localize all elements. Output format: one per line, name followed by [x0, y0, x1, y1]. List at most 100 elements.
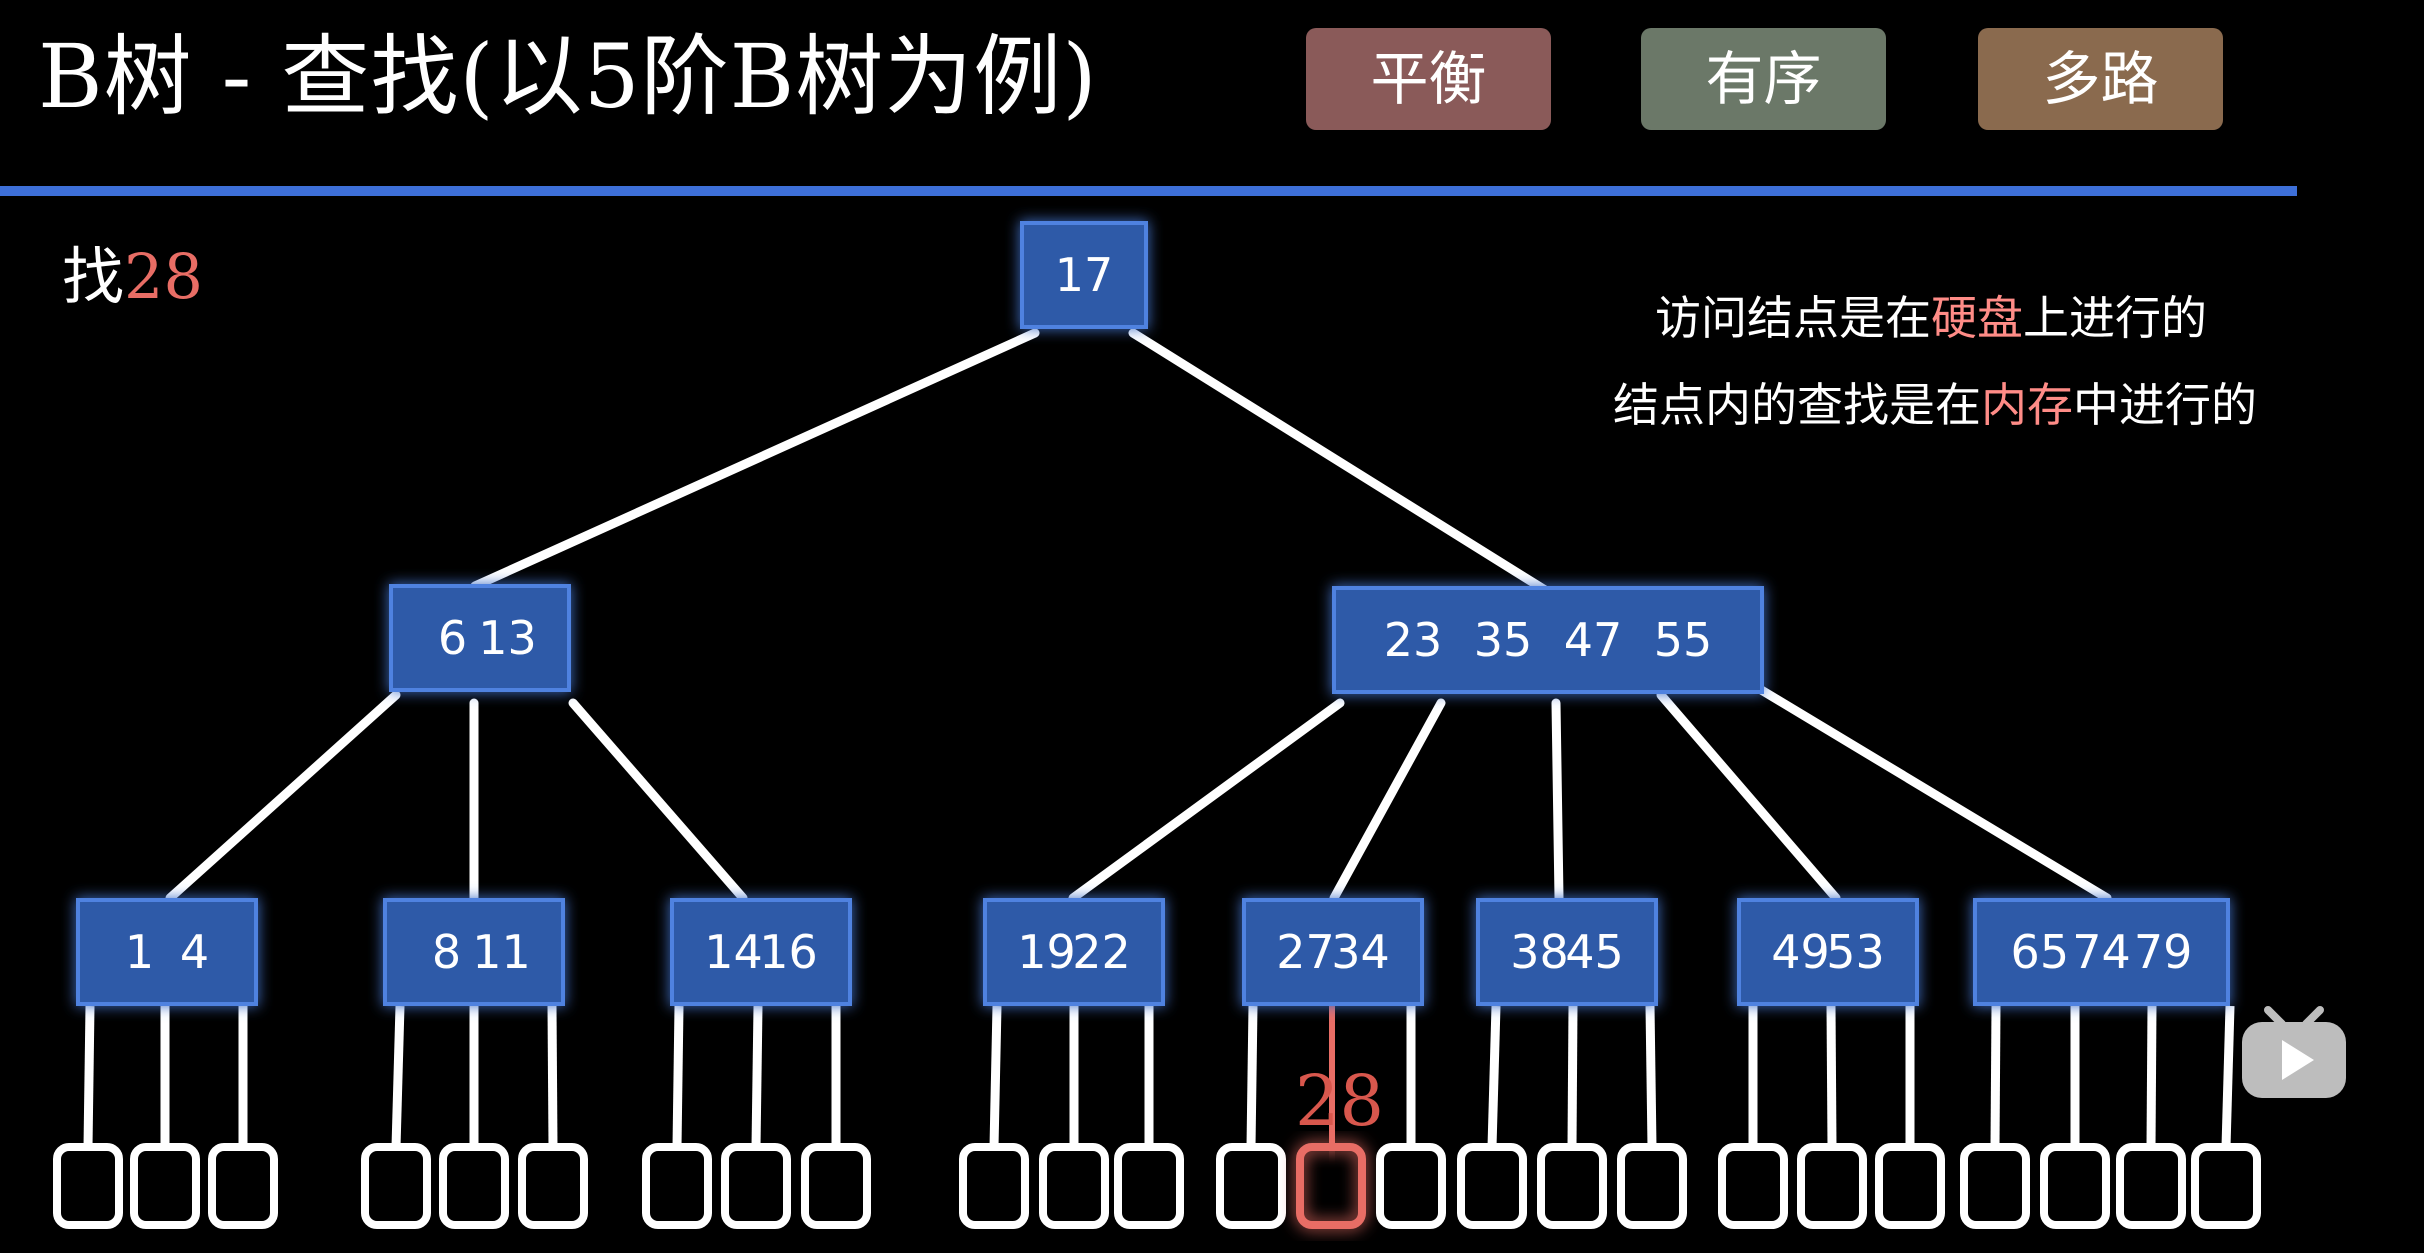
leaf-edge — [1567, 1005, 1578, 1148]
note2-after: 中进行的 — [2073, 378, 2257, 432]
bottom-node-box — [670, 898, 852, 1006]
node-key: 17 — [1055, 248, 1114, 302]
tree-edge — [1329, 698, 1446, 903]
search-prefix: 找 — [62, 240, 125, 313]
leaf-null — [801, 1143, 871, 1229]
leaf-null — [361, 1143, 431, 1229]
node-key: 49 — [1771, 925, 1830, 979]
leaf-null — [1875, 1143, 1945, 1229]
leaf-null — [53, 1143, 123, 1229]
leaf-null — [130, 1143, 200, 1229]
node-key: 22 — [1072, 925, 1131, 979]
leaf-edge — [2146, 1005, 2157, 1148]
search-key: 28 — [124, 240, 203, 313]
leaf-edge — [1487, 1005, 1501, 1148]
node-key: 35 — [1474, 613, 1533, 667]
bottom-node-box — [1737, 898, 1919, 1006]
play-icon[interactable] — [2238, 1004, 2350, 1102]
leaf-null — [439, 1143, 509, 1229]
tree-edge — [1128, 328, 1550, 595]
leaf-null-target — [1296, 1143, 1366, 1229]
node-key: 65 — [2011, 925, 2070, 979]
tree-edge — [1068, 698, 1345, 903]
bottom-node-box — [383, 898, 565, 1006]
leaf-null — [1376, 1143, 1446, 1229]
leaf-edge — [672, 1005, 684, 1148]
node-key: 8 — [432, 925, 461, 979]
bottom-node-box — [76, 898, 258, 1006]
node-key: 11 — [472, 925, 531, 979]
node-key: 27 — [1276, 925, 1335, 979]
node-key: 14 — [704, 925, 763, 979]
leaf-edge — [1826, 1005, 1837, 1148]
search-goal: 找28 — [62, 232, 203, 322]
note-disk-access: 访问结点是在硬盘上进行的 — [1655, 288, 2207, 348]
note1-after: 上进行的 — [2023, 291, 2207, 345]
node-key: 79 — [2134, 925, 2193, 979]
tree-edge — [568, 698, 748, 903]
leaf-edge — [83, 1005, 95, 1148]
node-key: 53 — [1826, 925, 1885, 979]
node-key: 55 — [1654, 613, 1713, 667]
node-key: 1 — [125, 925, 154, 979]
leaf-null — [2116, 1143, 2186, 1229]
root-node-box — [1020, 221, 1148, 329]
leaf-edge — [1990, 1005, 2001, 1148]
leaf-null — [642, 1143, 712, 1229]
internal-node-box — [1332, 586, 1764, 694]
root-node: 17 — [1020, 221, 1148, 329]
tag-multiway: 多路 — [1978, 28, 2223, 130]
node-key: 38 — [1510, 925, 1569, 979]
node-key: 6 — [438, 611, 467, 665]
leaf-null — [1114, 1143, 1184, 1229]
bottom-node-box — [983, 898, 1165, 1006]
leaf-edge — [989, 1005, 1002, 1148]
leaf-edge — [1246, 1005, 1258, 1148]
leaf-null — [208, 1143, 278, 1229]
leaf-null — [1797, 1143, 1867, 1229]
leaf-edge — [1645, 1005, 1657, 1148]
page-title: B树 - 查找(以5阶B树为例) — [38, 25, 1098, 128]
node-key: 19 — [1017, 925, 1076, 979]
title-divider — [0, 186, 2297, 196]
note2-highlight: 内存 — [1981, 378, 2073, 432]
leaf-edge — [751, 1005, 763, 1148]
leaf-null — [1039, 1143, 1109, 1229]
tag-balanced: 平衡 — [1306, 28, 1551, 130]
leaf-null — [959, 1143, 1029, 1229]
leaf-edge — [2221, 1005, 2235, 1148]
tree-edge — [470, 328, 1040, 591]
search-key-marker: 28 — [1295, 1060, 1385, 1142]
leaf-null — [1718, 1143, 1788, 1229]
tree-edge — [1656, 690, 1841, 903]
tag-ordered: 有序 — [1641, 28, 1886, 130]
leaf-null — [1457, 1143, 1527, 1229]
tree-edge — [1551, 698, 1564, 903]
search-path-edge — [1325, 1005, 1339, 1148]
node-key: 23 — [1384, 613, 1443, 667]
node-key: 74 — [2072, 925, 2131, 979]
bottom-node-box — [1476, 898, 1658, 1006]
bottom-node-box — [1973, 898, 2230, 1006]
tree-edge — [165, 690, 401, 903]
node-key: 47 — [1564, 613, 1623, 667]
note1-highlight: 硬盘 — [1931, 291, 2023, 345]
node-key: 45 — [1565, 925, 1624, 979]
leaf-null — [1537, 1143, 1607, 1229]
node-key: 34 — [1331, 925, 1390, 979]
leaf-null — [2040, 1143, 2110, 1229]
leaf-null — [2191, 1143, 2261, 1229]
internal-node: 23 35 47 55 — [1332, 586, 1764, 694]
note1-before: 访问结点是在 — [1655, 291, 1931, 345]
